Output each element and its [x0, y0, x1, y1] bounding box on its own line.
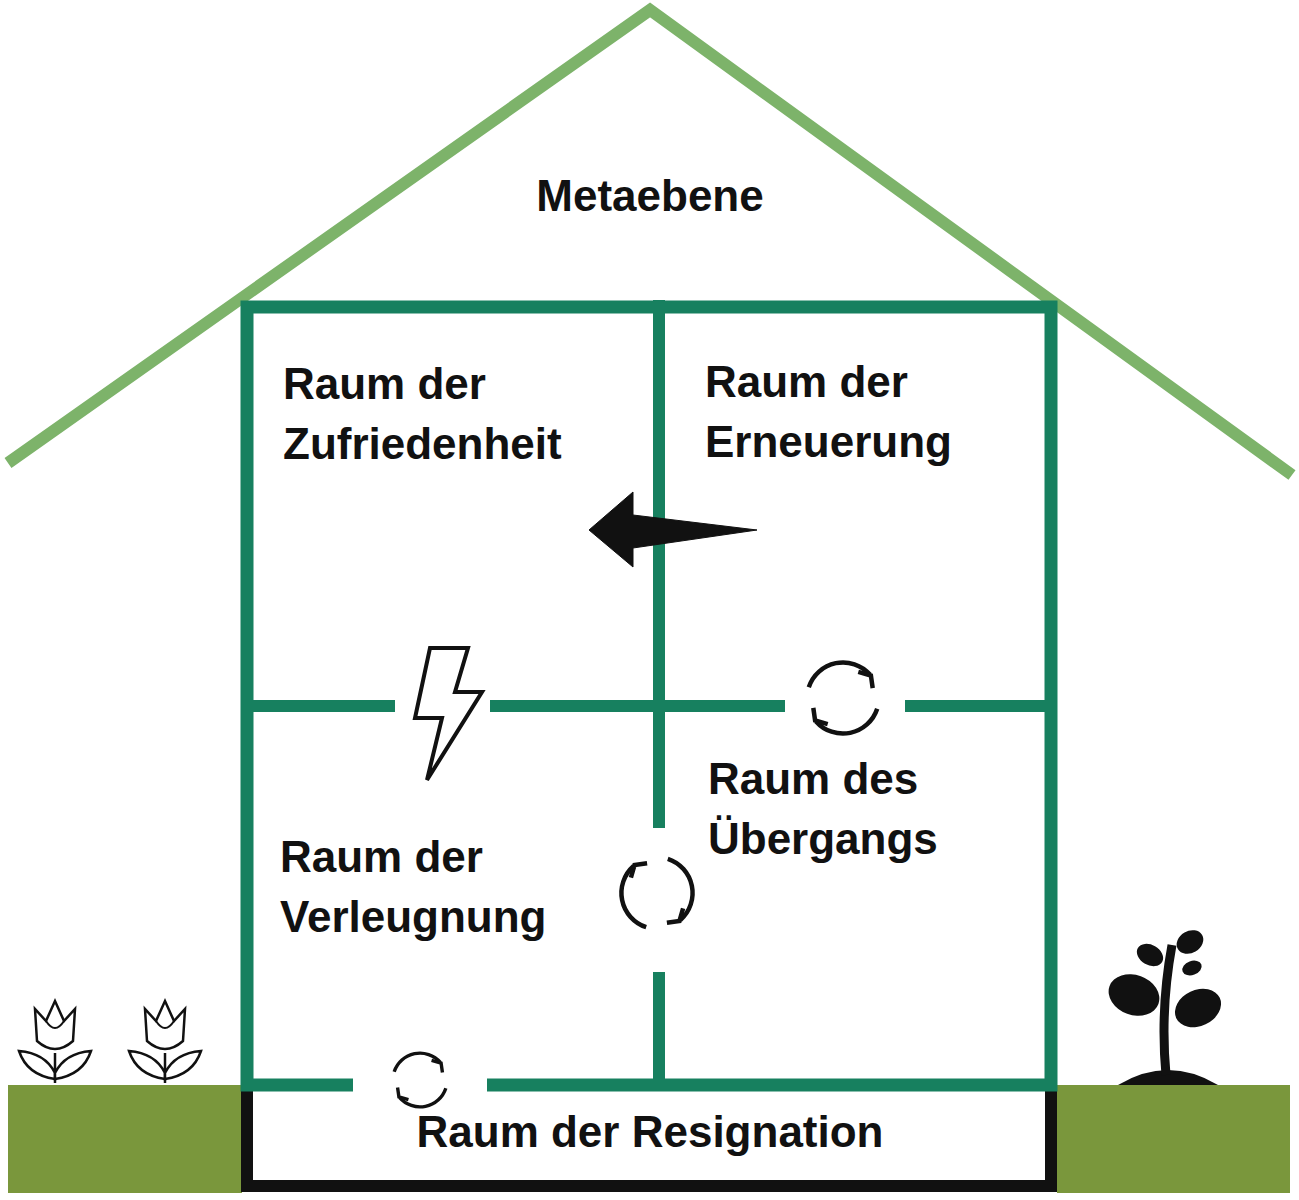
- outer-wall: [247, 307, 1051, 1085]
- cycle-symbol: [809, 662, 877, 733]
- roof-area: Metaebene: [250, 60, 1050, 295]
- room-label: Raum der Verleugnung: [280, 827, 652, 947]
- inner-wall: [247, 300, 1051, 1085]
- room-label: Metaebene: [250, 166, 1050, 226]
- room-label: Raum des Übergangs: [708, 749, 1045, 869]
- room-label: Raum der Zufriedenheit: [283, 354, 652, 474]
- room-label: Raum der Erneuerung: [705, 352, 1045, 472]
- lightning-symbol: [415, 648, 482, 780]
- room-box: Raum der Zufriedenheit: [255, 315, 652, 700]
- cycle-symbol: [621, 859, 692, 927]
- tulip: [19, 1001, 91, 1083]
- ground: [1057, 1085, 1290, 1193]
- room-box: Raum der Verleugnung: [255, 713, 652, 1078]
- tulip: [129, 1001, 201, 1083]
- seedling: [1103, 925, 1228, 1085]
- arrow: [589, 492, 757, 567]
- cycle-symbol: [394, 1053, 446, 1107]
- basement-wall: [247, 1085, 1051, 1186]
- basement-room: Raum der Resignation: [255, 1092, 1045, 1180]
- room-label: Raum der Resignation: [255, 1102, 1045, 1162]
- ground: [8, 1085, 242, 1193]
- roof: [8, 10, 1292, 475]
- room-box: Raum des Übergangs: [667, 713, 1045, 1078]
- room-box: Raum der Erneuerung: [667, 315, 1045, 700]
